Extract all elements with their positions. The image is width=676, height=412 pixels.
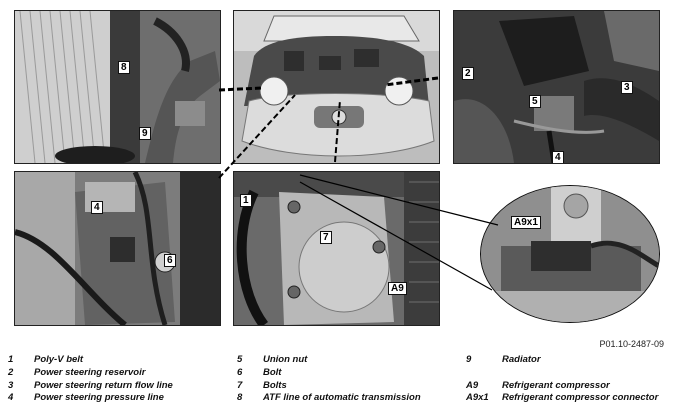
figure-reference: P01.10-2487-09 bbox=[599, 339, 664, 349]
legend-item: 5 Union nut bbox=[237, 354, 452, 367]
detail-compressor-connector-image bbox=[481, 186, 659, 322]
callout-label: 4 bbox=[552, 151, 564, 163]
legend-column-3: 9 Radiator A9 Refrigerant compressor A9x1 R… bbox=[466, 354, 671, 405]
callout-label: A9 bbox=[388, 282, 407, 295]
legend-text: Radiator bbox=[502, 354, 541, 365]
legend-number: 1 bbox=[8, 354, 14, 365]
callout-label: 8 bbox=[118, 61, 130, 74]
callout-label: 5 bbox=[529, 95, 541, 108]
legend-number: 7 bbox=[237, 379, 243, 391]
legend-text: Bolt bbox=[263, 366, 282, 378]
legend-number: A9x1 bbox=[466, 392, 489, 404]
legend-number: 6 bbox=[237, 366, 243, 378]
legend-number: 5 bbox=[237, 354, 243, 365]
legend-text: Power steering return flow line bbox=[34, 379, 173, 391]
legend-number: 2 bbox=[8, 366, 14, 378]
callout-label: 2 bbox=[462, 67, 474, 80]
callout-label: 1 bbox=[240, 194, 252, 207]
callout-label: A9x1 bbox=[511, 216, 541, 229]
legend-item: 2 Power steering reservoir bbox=[8, 367, 228, 380]
legend-item: A9 Refrigerant compressor bbox=[466, 380, 671, 393]
legend-text: Poly-V belt bbox=[34, 354, 84, 365]
legend-item: 7 Bolts bbox=[237, 380, 452, 393]
photo-pressure-line-area: 4 6 bbox=[14, 171, 221, 326]
photo-vehicle-front-image bbox=[234, 11, 439, 163]
legend-text: Refrigerant compressor bbox=[502, 379, 610, 391]
legend-column-2: 5 Union nut 6 Bolt 7 Bolts 8 ATF line of aut… bbox=[237, 354, 452, 405]
photo-compressor-area-image bbox=[234, 172, 439, 325]
legend-column-1: 1 Poly-V belt 2 Power steering reservoir 3… bbox=[8, 354, 228, 405]
photo-vehicle-front bbox=[233, 10, 440, 164]
callout-label: 4 bbox=[91, 201, 103, 214]
legend-item: 1 Poly-V belt bbox=[8, 354, 228, 367]
legend-item: 3 Power steering return flow line bbox=[8, 380, 228, 393]
legend-text: Power steering pressure line bbox=[34, 392, 164, 404]
legend-item: 4 Power steering pressure line bbox=[8, 392, 228, 405]
legend-number: 9 bbox=[466, 354, 472, 365]
callout-label: 9 bbox=[139, 127, 151, 140]
legend-text: ATF line of automatic transmission bbox=[263, 392, 421, 404]
photo-reservoir-area: 2 3 5 4 bbox=[453, 10, 660, 164]
legend-item: 6 Bolt bbox=[237, 367, 452, 380]
photo-radiator-area: 8 9 bbox=[14, 10, 221, 164]
legend-text: Power steering reservoir bbox=[34, 366, 146, 378]
legend-text: Union nut bbox=[263, 354, 308, 365]
callout-label: 3 bbox=[621, 81, 633, 94]
photo-compressor-area: 1 7 A9 bbox=[233, 171, 440, 326]
legend-item: 9 Radiator bbox=[466, 354, 671, 367]
callout-label: 7 bbox=[320, 231, 332, 244]
legend-item-spacer bbox=[466, 367, 671, 380]
photo-pressure-line-area-image bbox=[15, 172, 220, 325]
photo-radiator-area-image bbox=[15, 11, 220, 163]
legend-number: A9 bbox=[466, 379, 479, 391]
legend-text: Bolts bbox=[263, 379, 287, 391]
callout-label: 6 bbox=[164, 254, 176, 267]
legend-item: A9x1 Refrigerant compressor connector bbox=[466, 392, 671, 405]
legend-number: 8 bbox=[237, 392, 243, 404]
detail-compressor-connector: A9x1 bbox=[480, 185, 660, 323]
legend-number: 4 bbox=[8, 392, 14, 404]
legend-item: 8 ATF line of automatic transmission bbox=[237, 392, 452, 405]
legend-text: Refrigerant compressor connector bbox=[502, 392, 659, 404]
legend-number: 3 bbox=[8, 379, 14, 391]
